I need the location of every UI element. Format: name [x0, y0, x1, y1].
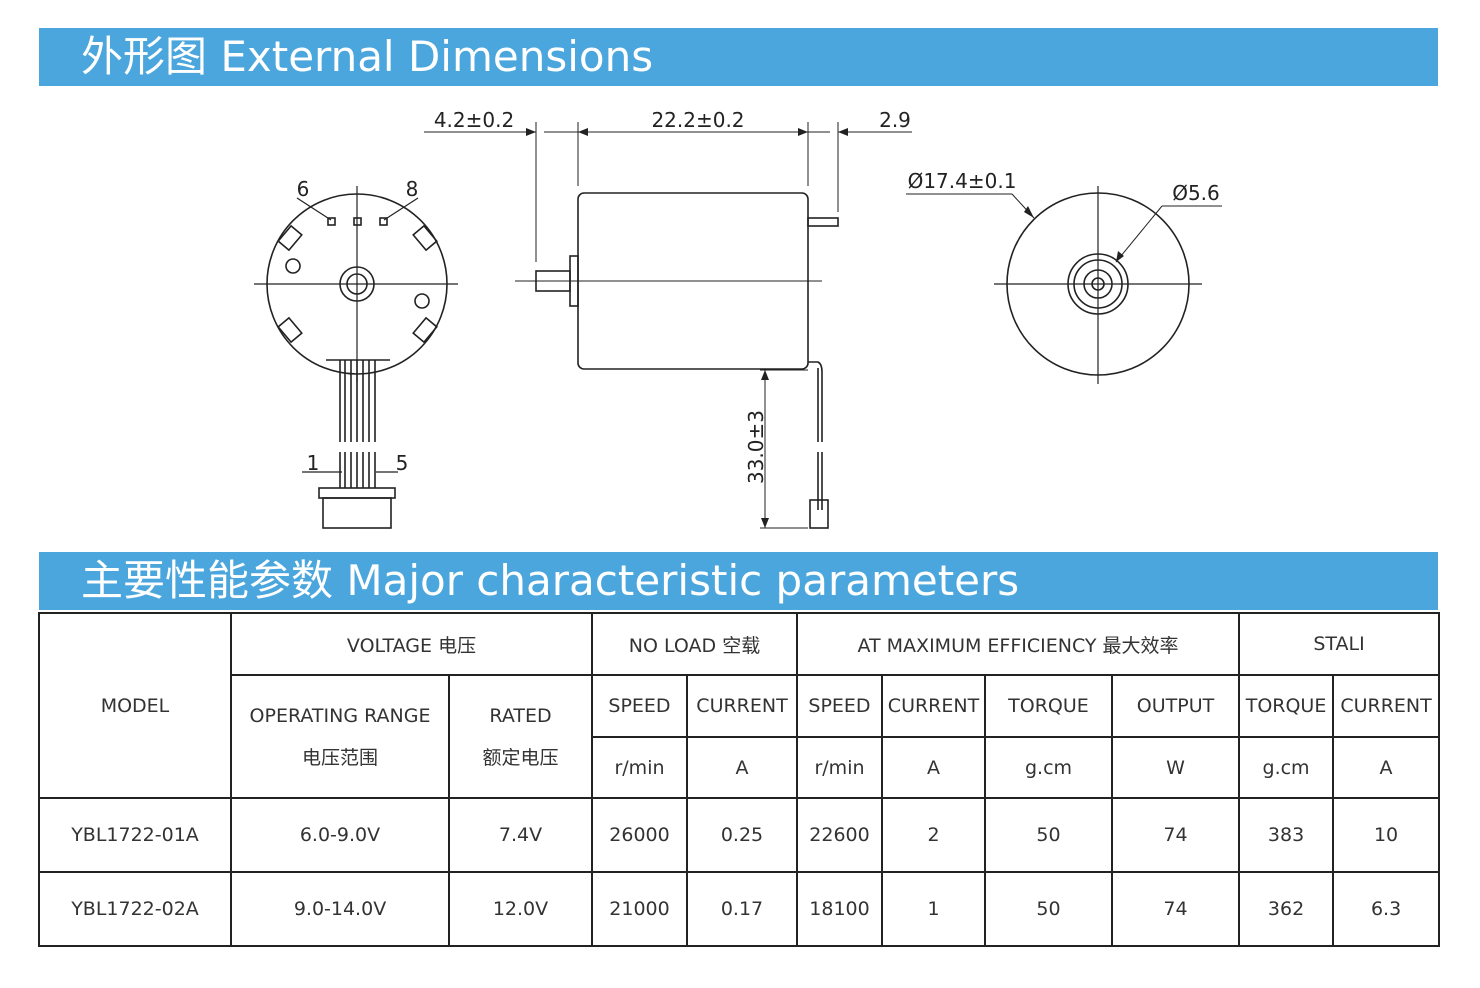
table-cell: 2: [881, 797, 986, 873]
table-cell: 0.17: [686, 871, 798, 947]
table-cell: 74: [1110, 797, 1241, 873]
table-cell: 6.3: [1332, 871, 1441, 947]
pin-label-8: 8: [406, 177, 419, 201]
column-label: OUTPUT: [1110, 674, 1241, 738]
table-cell: 50: [984, 871, 1113, 947]
column-unit: A: [1332, 736, 1441, 799]
lead-length-label: 33.0±3: [744, 410, 768, 484]
column-unit: r/min: [591, 736, 688, 799]
table-cell: 26000: [591, 797, 688, 873]
model-cell: YBL1722-02A: [38, 871, 232, 947]
model-cell: YBL1722-01A: [38, 797, 232, 873]
column-unit: A: [881, 736, 986, 799]
column-label: SPEED: [796, 674, 883, 738]
table-cell: 9.0-14.0V: [230, 871, 450, 947]
column-unit: g.cm: [1238, 736, 1335, 799]
rear-view: [906, 186, 1222, 384]
external-dimensions-drawing: 6 8 1 5 4.2±0.2 22.2±0.2 2.9 33.0±3 Ø17.…: [254, 108, 1222, 529]
model-header: MODEL: [38, 612, 232, 799]
table-cell: 21000: [591, 871, 688, 947]
rear-shaft-label: 2.9: [879, 108, 911, 132]
body-length-label: 22.2±0.2: [651, 108, 744, 132]
section-banner-major-parameters: 主要性能参数 Major characteristic parameters: [39, 552, 1438, 610]
shaft-length-label: 4.2±0.2: [434, 108, 514, 132]
table-cell: 22600: [796, 797, 883, 873]
table-cell: 10: [1332, 797, 1441, 873]
parameters-table: MODEL VOLTAGE 电压 NO LOAD 空载 AT MAXIMUM E…: [38, 612, 1441, 947]
lead-pin-label-5: 5: [396, 451, 409, 475]
table-cell: 12.0V: [448, 871, 593, 947]
column-unit: g.cm: [984, 736, 1113, 799]
shaft-diameter-label: Ø5.6: [1172, 181, 1220, 205]
max-efficiency-header: AT MAXIMUM EFFICIENCY 最大效率: [795, 612, 1241, 676]
table-cell: 362: [1238, 871, 1335, 947]
pin-label-6: 6: [297, 177, 310, 201]
table-row: YBL1722-01A 6.0-9.0V 7.4V 26000 0.25 226…: [38, 797, 1441, 873]
stall-header: STALI: [1238, 612, 1441, 676]
column-unit: r/min: [796, 736, 883, 799]
voltage-header: VOLTAGE 电压: [230, 612, 593, 676]
column-label: CURRENT: [686, 674, 798, 738]
section-title: 主要性能参数 Major characteristic parameters: [81, 556, 1020, 605]
no-load-header: NO LOAD 空载: [591, 612, 798, 676]
table-cell: 1: [881, 871, 986, 947]
side-view: [424, 122, 912, 529]
table-cell: 383: [1238, 797, 1335, 873]
column-label: TORQUE: [984, 674, 1113, 738]
table-header-row: MODEL VOLTAGE 电压 NO LOAD 空载 AT MAXIMUM E…: [38, 612, 1441, 799]
body-diameter-label: Ø17.4±0.1: [908, 169, 1017, 193]
column-label: TORQUE: [1238, 674, 1335, 738]
section-title: 外形图 External Dimensions: [81, 32, 654, 81]
column-unit: W: [1110, 736, 1241, 799]
section-banner-external-dimensions: 外形图 External Dimensions: [39, 28, 1438, 86]
front-view: [254, 186, 458, 529]
table-cell: 0.25: [686, 797, 798, 873]
table-cell: 74: [1110, 871, 1241, 947]
column-label: CURRENT: [1332, 674, 1441, 738]
table-row: YBL1722-02A 9.0-14.0V 12.0V 21000 0.17 1…: [38, 871, 1441, 947]
table-cell: 50: [984, 797, 1113, 873]
column-unit: A: [686, 736, 798, 799]
table-cell: 18100: [796, 871, 883, 947]
column-label: SPEED: [591, 674, 688, 738]
table-cell: 7.4V: [448, 797, 593, 873]
lead-pin-label-1: 1: [307, 451, 320, 475]
table-units-row: r/min A r/min A g.cm W g.cm A: [39, 736, 1441, 799]
table-cell: 6.0-9.0V: [230, 797, 450, 873]
column-label: CURRENT: [881, 674, 986, 738]
